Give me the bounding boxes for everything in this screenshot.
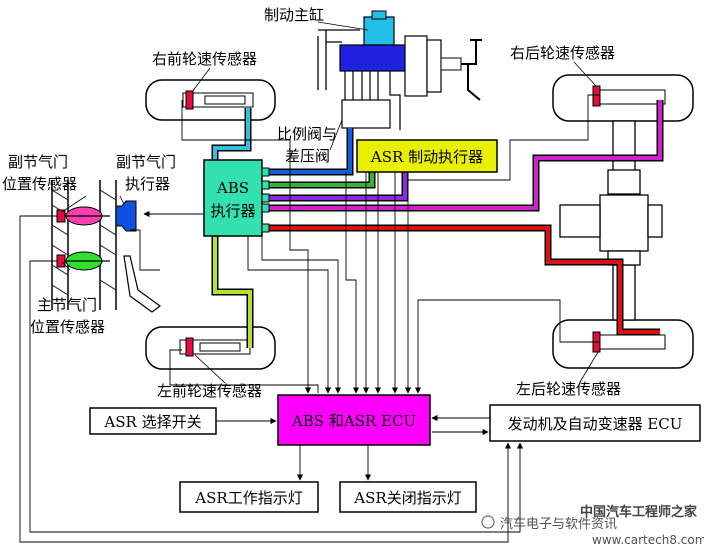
right-rear-sensor-label: 右后轮速传感器 xyxy=(510,44,615,62)
ecu-label: ABS 和ASR ECU xyxy=(291,412,416,430)
left-rear-sensor-label: 左后轮速传感器 xyxy=(516,380,621,398)
asr-select-switch: ASR 选择开关 xyxy=(89,407,217,435)
asr-off-lamp-label: ASR关闭指示灯 xyxy=(353,489,461,507)
wechat-logo-icon xyxy=(481,515,495,529)
right-rear-wheel xyxy=(552,74,694,122)
abs-asr-ecu: ABS 和ASR ECU xyxy=(277,394,431,446)
rear-axle-differential xyxy=(559,120,663,321)
asr-switch-label: ASR 选择开关 xyxy=(103,413,201,431)
abs-actuator-label-2: 执行器 xyxy=(210,202,255,220)
right-front-wheel xyxy=(145,79,276,121)
abs-actuator-label-1: ABS xyxy=(216,179,249,197)
engine-ecu-label: 发动机及自动变速器 ECU xyxy=(508,415,683,433)
sub-throttle-sensor-icon xyxy=(56,209,66,223)
main-throttle-sensor-label-2: 位置传感器 xyxy=(30,318,105,336)
sub-throttle-actuator-icon xyxy=(115,200,137,232)
asr-brake-actuator: ASR 制动执行器 xyxy=(356,139,498,173)
asr-work-lamp: ASR工作指示灯 xyxy=(179,481,319,513)
sub-throttle-sensor-label-1: 副节气门 xyxy=(8,153,68,171)
left-front-sensor-label: 左前轮速传感器 xyxy=(157,382,262,400)
abs-actuator: ABS 执行器 xyxy=(203,159,270,237)
accelerator-pedal-icon xyxy=(123,255,162,313)
sub-throttle-actuator-label-1: 副节气门 xyxy=(116,153,176,171)
brake-master-cylinder xyxy=(317,10,482,130)
signal-wires xyxy=(19,94,600,543)
hydraulic-lines xyxy=(211,100,664,348)
watermark-line-1: 中国汽车工程师之家 xyxy=(580,504,698,520)
proportion-valve-label-2: 差压阀 xyxy=(285,147,330,165)
main-throttle-sensor-label-1: 主节气门 xyxy=(37,296,97,314)
asr-actuator-label: ASR 制动执行器 xyxy=(370,148,483,166)
watermark-line-2: 汽车电子与软件资讯 xyxy=(500,516,617,532)
main-throttle-sensor-icon xyxy=(56,254,66,268)
throttle-body xyxy=(51,180,162,313)
right-front-sensor-label: 右前轮速传感器 xyxy=(152,50,257,68)
asr-work-lamp-label: ASR工作指示灯 xyxy=(194,489,302,507)
asr-off-lamp: ASR关闭指示灯 xyxy=(339,481,477,513)
sub-throttle-actuator-label-2: 执行器 xyxy=(125,175,170,193)
callout-leaders xyxy=(61,21,599,384)
left-front-wheel xyxy=(145,326,276,370)
right-rear-speed-sensor-icon xyxy=(592,85,601,107)
watermark: 中国汽车工程师之家 汽车电子与软件资讯 www.cartech8.com xyxy=(481,504,704,547)
right-front-speed-sensor-icon xyxy=(185,90,194,110)
engine-transmission-ecu: 发动机及自动变速器 ECU xyxy=(489,404,701,442)
left-front-speed-sensor-icon xyxy=(185,337,194,357)
proportion-valve-label-1: 比例阀与 xyxy=(277,125,337,143)
watermark-line-3: www.cartech8.com xyxy=(592,533,704,547)
master-cylinder-label: 制动主缸 xyxy=(264,6,324,24)
sub-throttle-sensor-label-2: 位置传感器 xyxy=(2,175,77,193)
